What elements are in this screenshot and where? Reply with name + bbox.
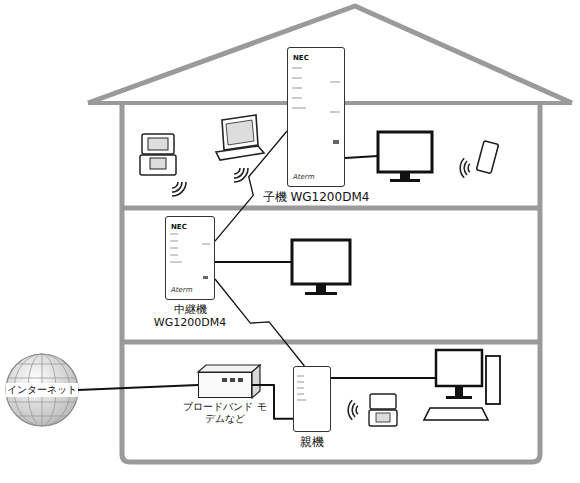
router-mark [292,78,302,79]
globe-grid [9,402,75,403]
router-mark [170,255,178,256]
globe-icon [6,354,78,426]
modem-lamp [238,378,243,382]
router-button [203,276,208,279]
router-mark [292,68,302,69]
modem-box: ブロードバンド モデムなど [198,372,252,398]
modem-top [198,365,260,372]
laptop-screen [222,115,258,150]
router-button [333,140,339,144]
router-marks [292,68,340,144]
router-mark [292,88,302,89]
wave [356,406,358,414]
router-mark [292,108,306,109]
game-console [140,155,176,175]
wave [464,161,467,175]
floor-line [122,206,540,211]
device-label: 子機 WG1200DM4 [261,190,372,204]
brand-text: NEC [171,223,187,231]
game-screen [150,158,166,169]
cable [331,377,436,379]
floor-line [122,340,540,345]
modem-lamp [230,378,235,382]
cable [345,156,378,158]
router-mark [297,400,306,401]
device-label: 中継機 WG1200DM4 [146,303,234,329]
wifi-waves [172,182,186,196]
router-face [287,47,345,187]
router-unit: NECAterm中継機 WG1200DM4 [165,216,215,300]
internet-globe: インターネット [6,354,78,426]
pc-stand [455,386,463,396]
pc-monitor [436,350,482,386]
router-mark [202,244,210,245]
router-mark [170,234,178,235]
router-mark [297,388,304,389]
wave [460,158,464,178]
smartphone [476,141,498,174]
router-face [293,366,331,432]
wave [234,168,248,182]
wave [172,182,178,188]
tv-monitor [292,240,350,284]
router-mark [170,241,178,242]
game-console [370,394,396,409]
brand-text: NEC [293,54,309,62]
logo-text: Aterm [293,173,315,181]
pc-base [446,396,472,399]
modem-side [252,365,260,398]
globe-label: インターネット [6,383,78,397]
game-screen [148,138,168,150]
wifi-waves [348,400,358,420]
wave [172,182,182,192]
game-console [142,134,174,154]
cable-link [78,385,198,390]
router-mark [330,82,340,83]
tv-stand [316,284,326,292]
pc-tower [486,356,500,404]
laptop-display [226,120,254,145]
device-label: ブロードバンド モデムなど [181,401,269,425]
globe-grid [9,378,75,379]
keyboard [424,408,488,420]
device-label: 親機 [298,435,326,449]
router-mark [297,394,304,395]
globe-grid [18,416,66,417]
game-console [369,410,397,426]
router-face [165,216,215,300]
wireless-link [215,131,287,241]
tv-stand [400,172,410,179]
router-unit: 親機 [293,366,331,432]
wave [352,403,355,417]
router-unit: NECAterm子機 WG1200DM4 [287,47,345,187]
tv-monitor [378,132,432,172]
logo-text: Aterm [171,286,193,294]
wave [348,400,352,420]
laptop-base [216,146,264,160]
router-mark [170,262,182,263]
modem-front [198,372,252,398]
wifi-waves [234,168,248,182]
game-screen [376,413,390,422]
globe-grid [18,364,66,365]
modem-lamp [222,378,227,382]
cable [215,261,292,263]
wifi-waves [460,158,470,178]
router-mark [170,248,178,249]
wave [468,164,470,172]
wave [234,168,240,174]
tv-base [390,179,420,182]
router-mark [330,112,340,113]
router-marks [297,376,306,400]
wave [172,182,186,196]
router-marks [170,234,210,279]
tv-base [305,292,337,295]
router-mark [297,376,304,377]
router-mark [292,98,302,99]
router-mark [297,382,304,383]
wave [234,168,244,178]
